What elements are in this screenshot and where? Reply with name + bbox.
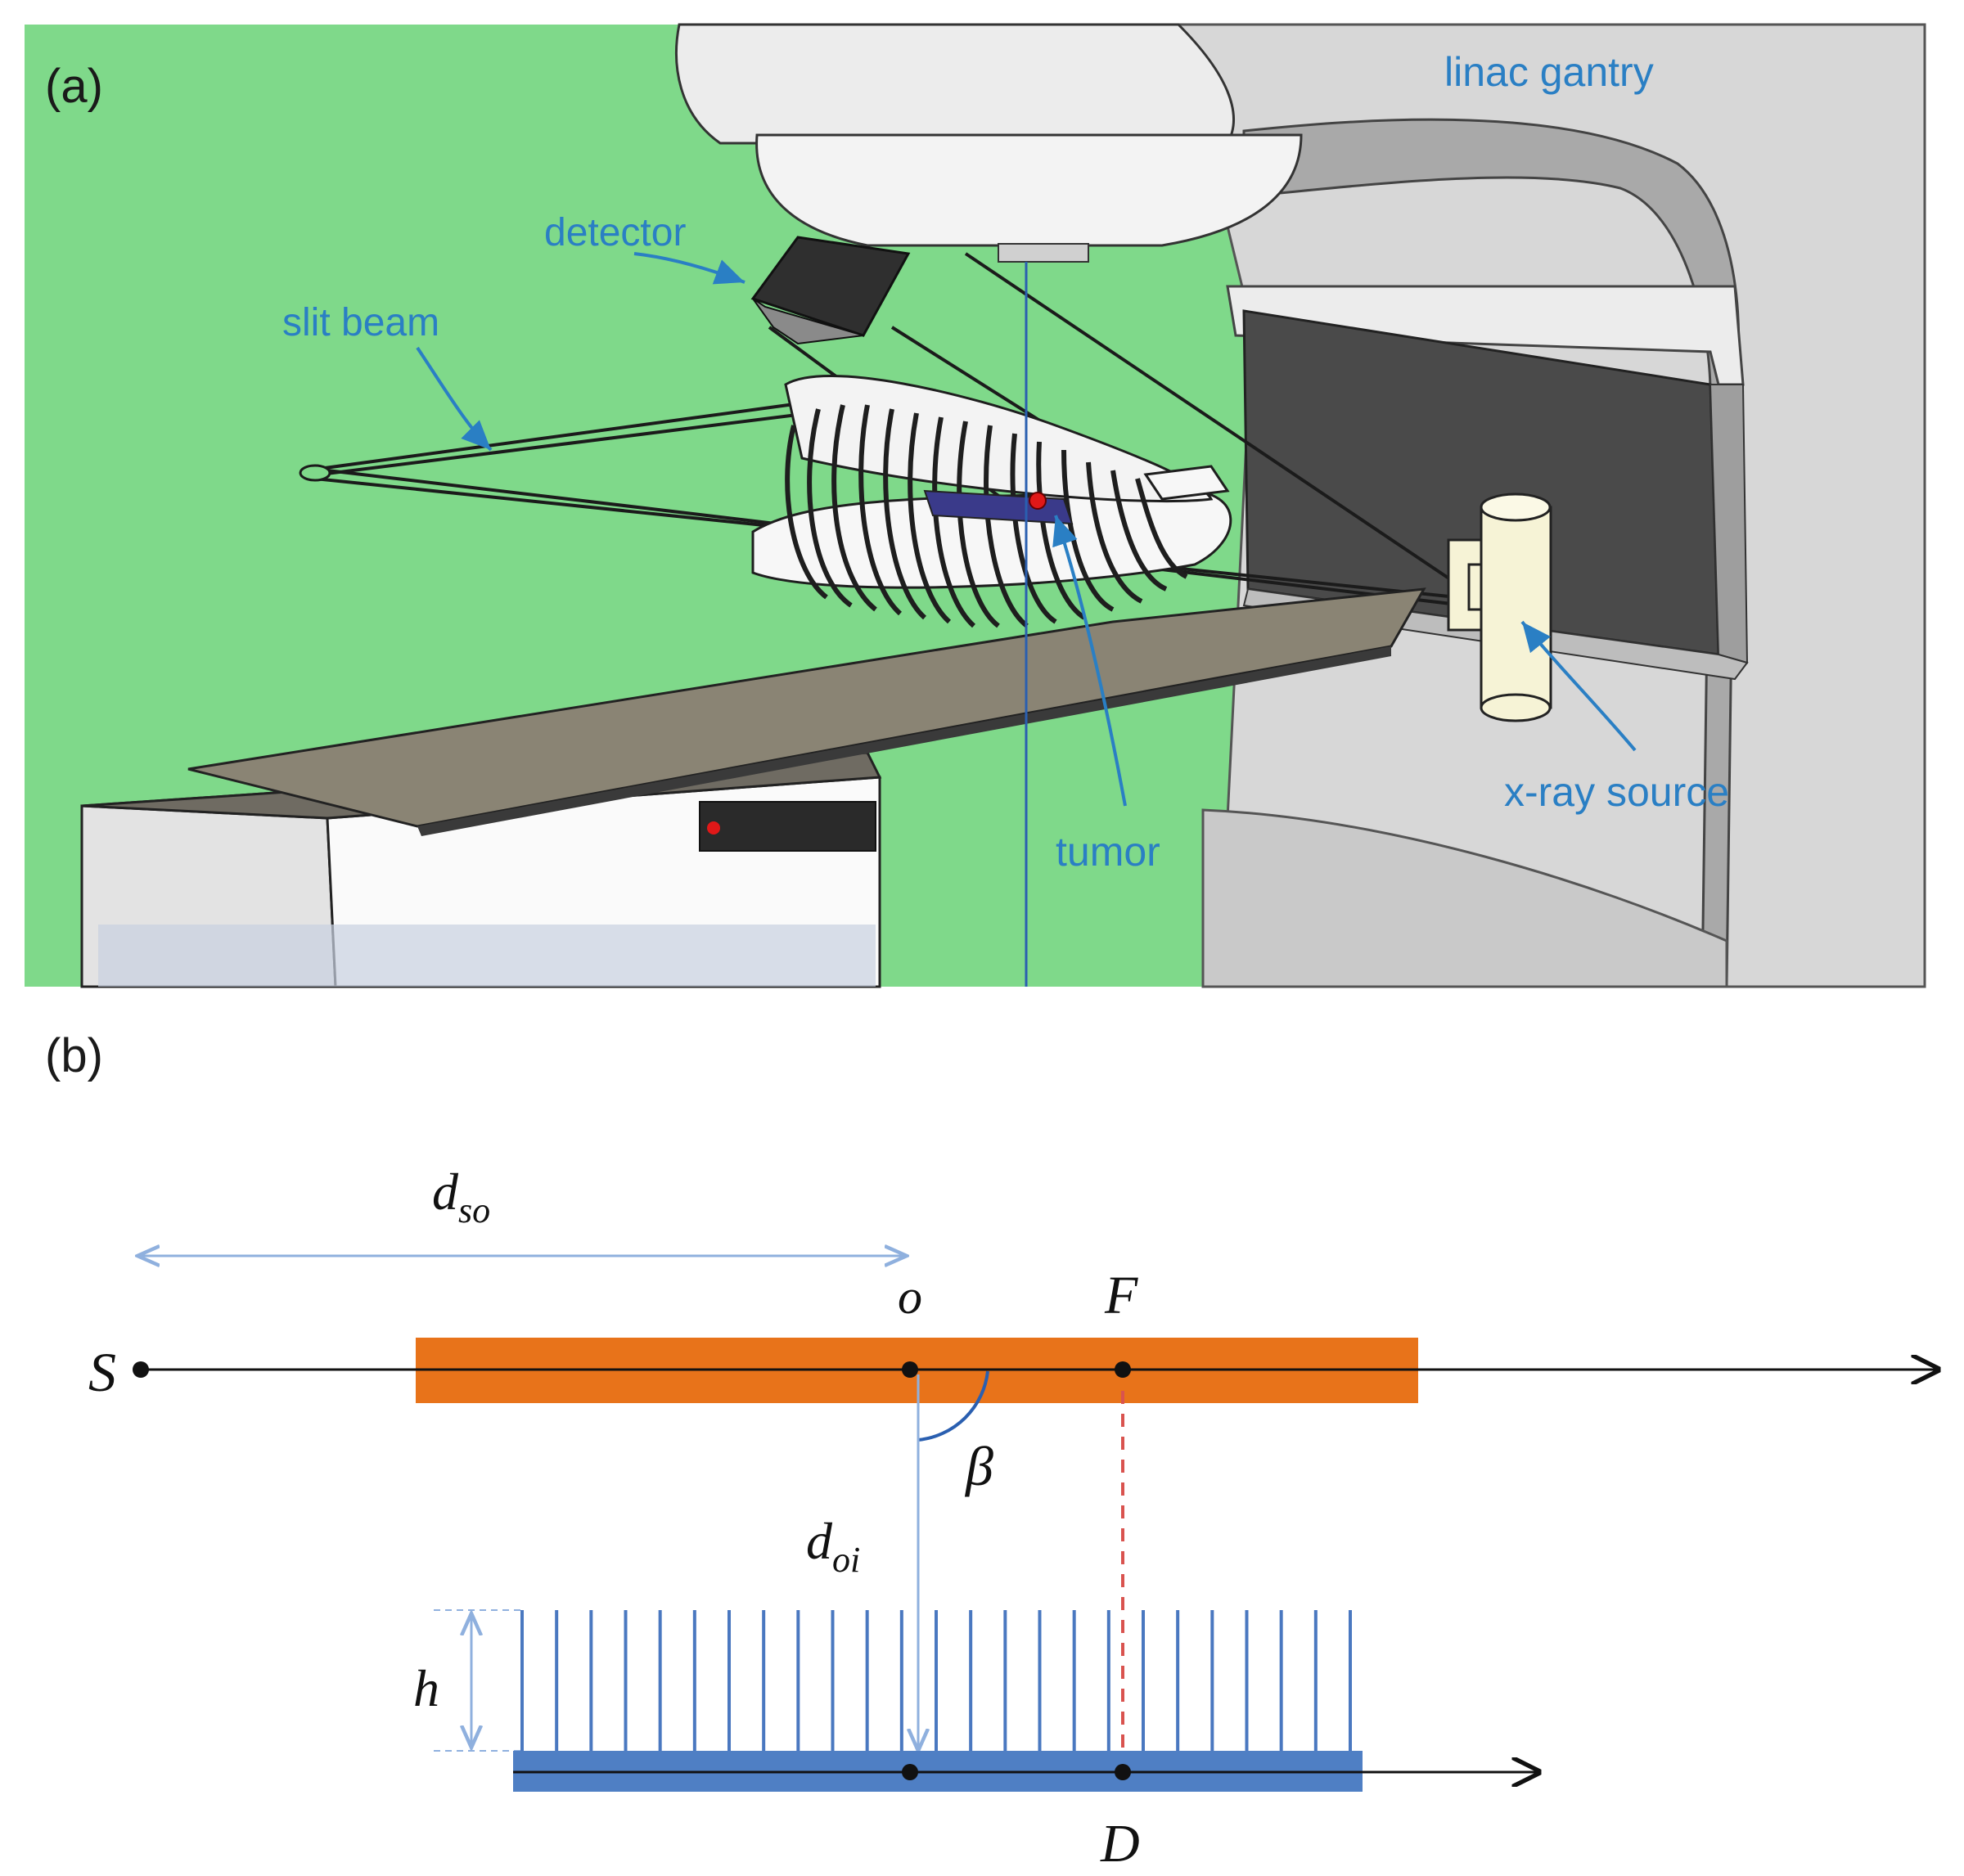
callout-detector: detector: [544, 211, 686, 254]
panel-a: (a) linac gantry detector slit beam tumo…: [25, 23, 1926, 988]
tumor-marker: [1029, 492, 1047, 510]
gantry-head: [675, 23, 1303, 263]
origin-point: [902, 1361, 918, 1378]
callout-slit-beam: slit beam: [282, 301, 439, 344]
detector-pixel-array: [520, 1610, 1352, 1752]
source-label: S: [88, 1341, 116, 1403]
panel-a-label: (a): [45, 60, 103, 113]
callout-tumor: tumor: [1056, 829, 1160, 875]
detector-origin-point: [902, 1764, 918, 1780]
detector-point-label: D: [1100, 1814, 1140, 1874]
beta-angle-arc: [917, 1370, 989, 1442]
callout-arrows: [416, 252, 1637, 807]
linac-gantry-body: [1177, 23, 1926, 988]
panel-b-label: (b): [45, 1029, 103, 1082]
xray-source-device: [1447, 493, 1552, 722]
h-label: h: [413, 1659, 439, 1717]
doi-label: doi: [806, 1512, 860, 1580]
beta-label: β: [964, 1435, 993, 1497]
origin-label: o: [898, 1270, 922, 1324]
focus-label: F: [1104, 1266, 1138, 1325]
detector-point: [1115, 1764, 1131, 1780]
focus-point: [1115, 1361, 1131, 1378]
panel-b: (b) dso S o F β doi h D: [45, 1029, 1938, 1874]
callout-xray-source: x-ray source: [1504, 769, 1729, 815]
couch-control-panel: [699, 801, 876, 852]
callout-linac-gantry: linac gantry: [1444, 49, 1654, 95]
treatment-couch: [80, 587, 1426, 988]
source-point: [133, 1361, 149, 1378]
dso-label: dso: [432, 1163, 490, 1230]
detector-panel: [750, 236, 911, 345]
